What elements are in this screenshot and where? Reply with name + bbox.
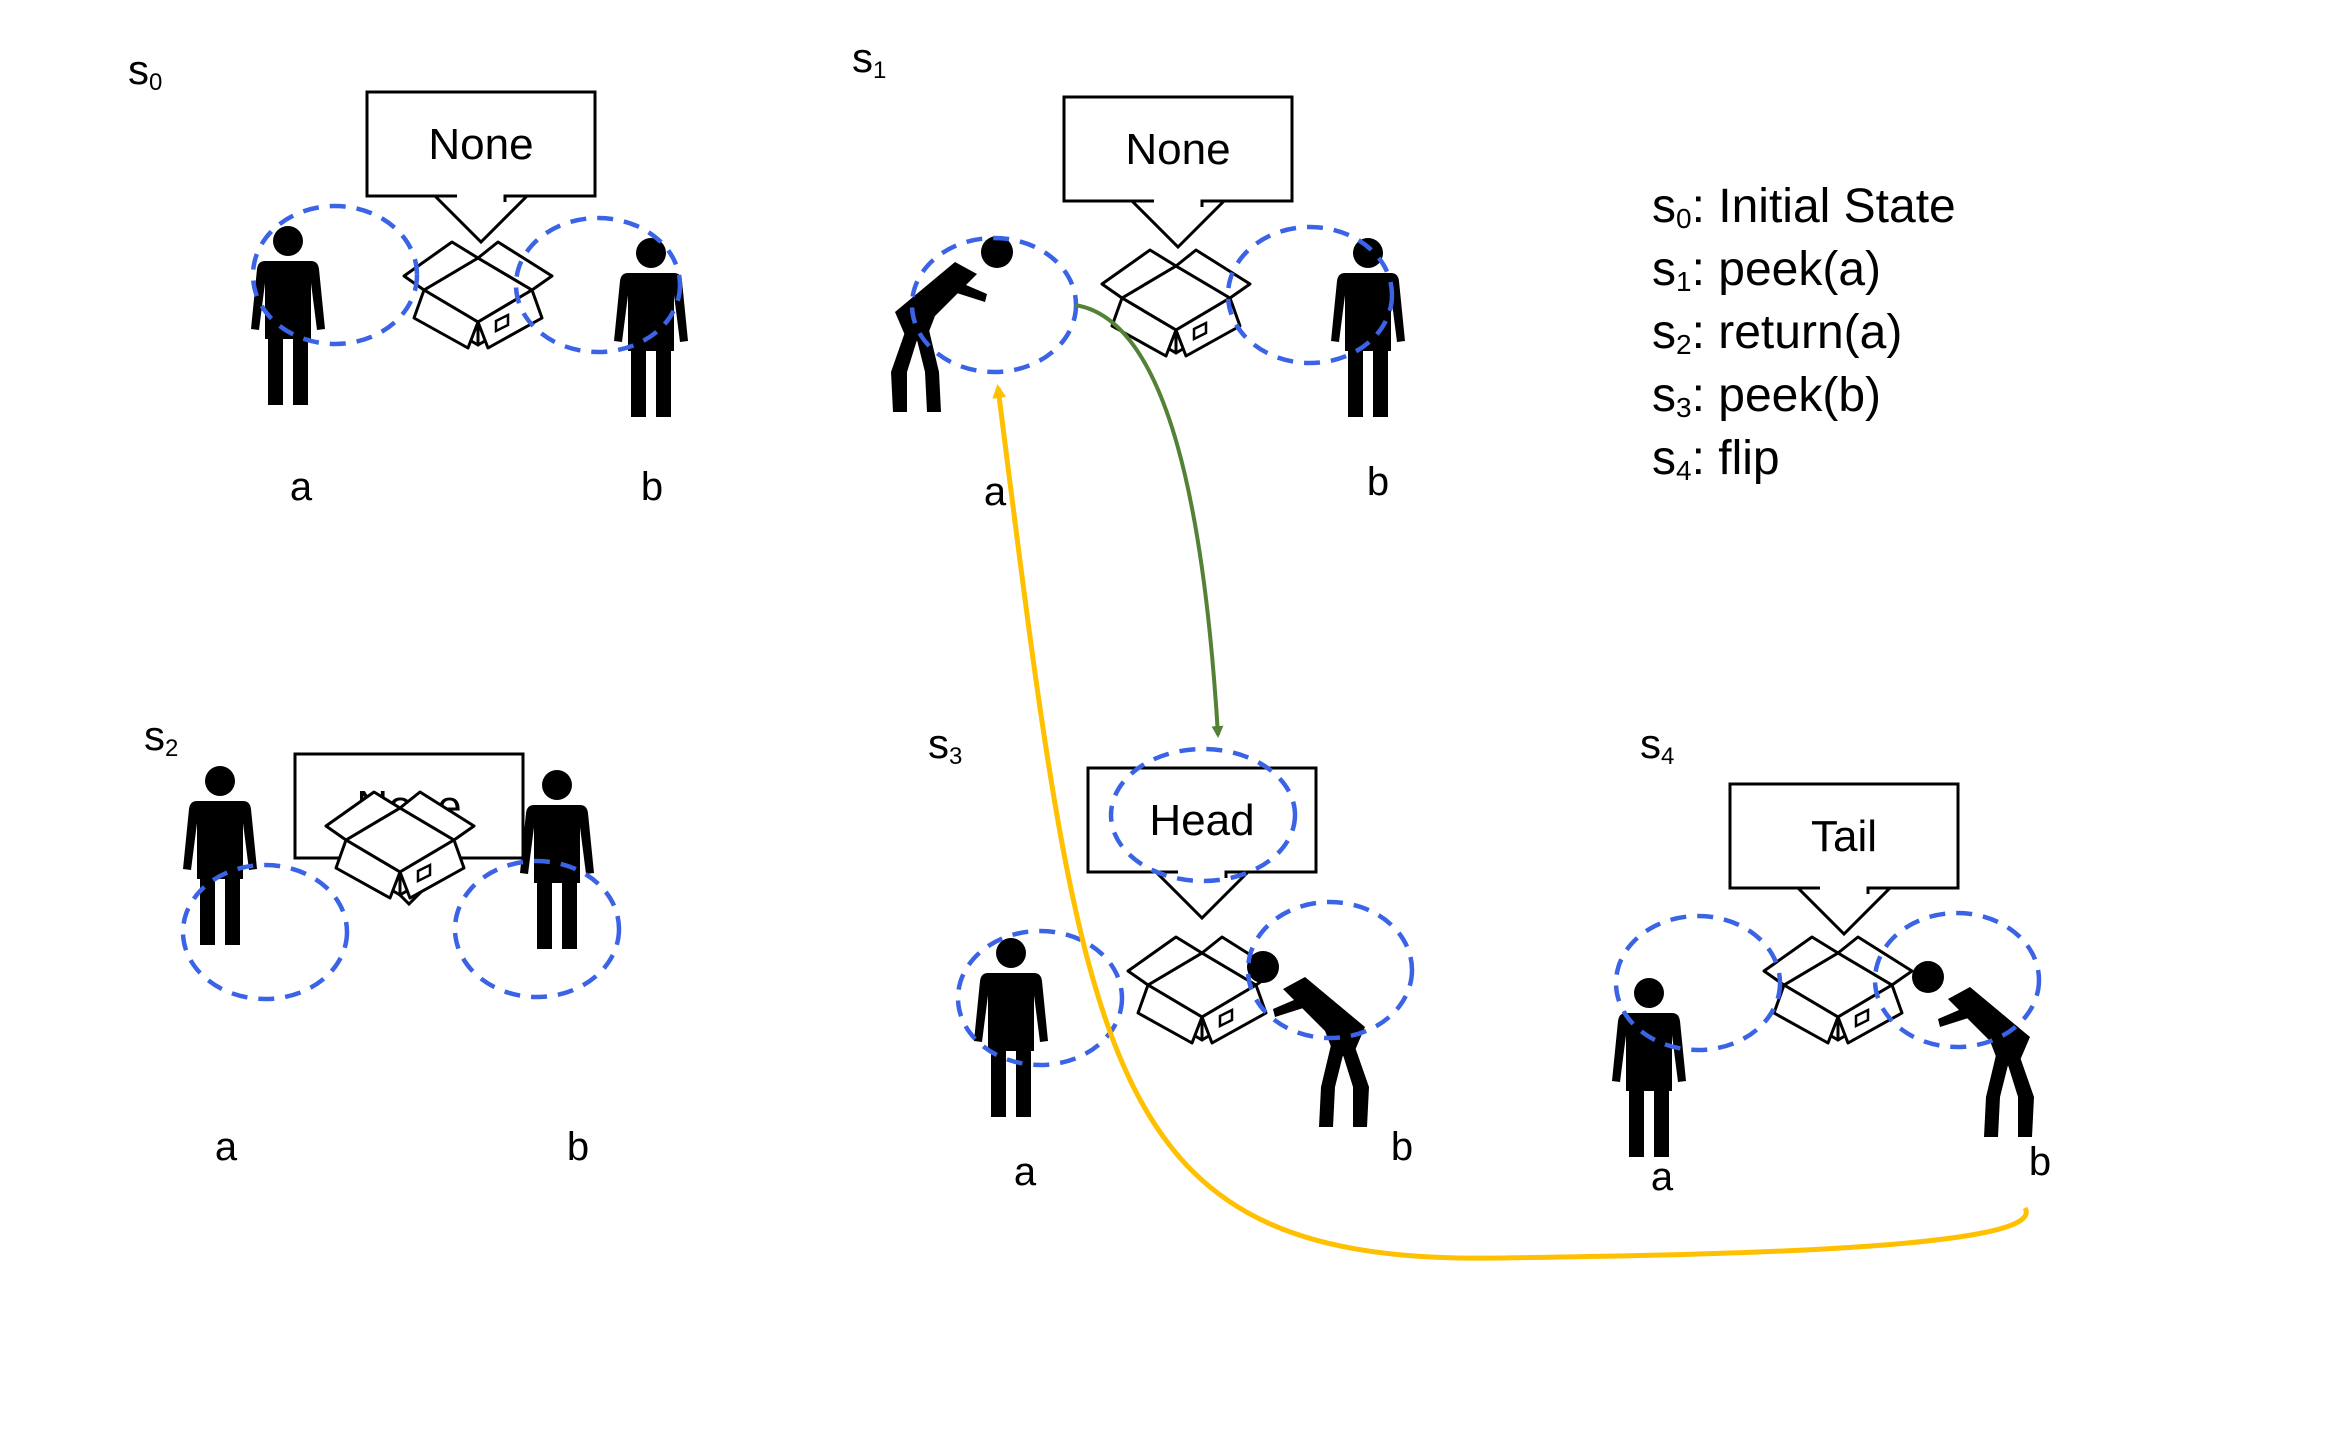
peek-arrow-s1-to-s3 (1074, 303, 1224, 738)
person-a-figure (1612, 978, 1686, 1157)
legend-item: s1: peek(a) (1652, 243, 1881, 297)
person-label-b: b (1391, 1125, 1413, 1169)
flip-arrow-s4-to-s1 (992, 384, 2029, 1261)
speech-callout (1062, 95, 1294, 250)
person-label-a: a (290, 465, 313, 509)
knowledge-ring-coin (1108, 746, 1298, 884)
state-panel-s2: s2Noneab (144, 712, 622, 1169)
knowledge-ring-b (1245, 899, 1415, 1041)
legend: s0: Initial State s1: peek(a) s2: return(a… (1652, 180, 1956, 486)
speech-callout (1086, 766, 1318, 921)
knowledge-ring-b (513, 215, 683, 355)
person-a-figure (251, 226, 325, 405)
speech-callout (365, 90, 597, 245)
legend-item: s2: return(a) (1652, 306, 1902, 360)
knowledge-ring-a (180, 862, 350, 1002)
person-b-figure (1912, 961, 2034, 1137)
person-b-figure (520, 770, 594, 949)
speech-callout (1728, 782, 1960, 937)
person-label-b: b (567, 1125, 589, 1169)
person-label-b: b (2029, 1140, 2051, 1184)
callout-text: None (428, 120, 533, 169)
knowledge-ring-b (452, 858, 622, 1000)
callout-text: Head (1149, 796, 1254, 845)
person-label-a: a (1014, 1150, 1037, 1194)
person-label-a: a (1651, 1155, 1674, 1199)
person-label-b: b (1367, 460, 1389, 504)
state-label: s2 (144, 712, 178, 762)
knowledge-ring-b (1872, 910, 2042, 1050)
state-label: s1 (852, 34, 886, 84)
person-b-figure (1247, 951, 1369, 1127)
knowledge-ring-a (1613, 913, 1783, 1053)
state-label: s0 (128, 46, 162, 96)
person-a-figure (974, 938, 1048, 1117)
person-b-figure (614, 238, 688, 417)
knowledge-ring-a (955, 928, 1125, 1068)
legend-item: s4: flip (1652, 432, 1780, 486)
person-label-b: b (641, 465, 663, 509)
state-label: s3 (928, 720, 962, 770)
person-a-figure (891, 236, 1013, 412)
person-label-a: a (984, 470, 1007, 514)
transition-arrows (992, 303, 2029, 1261)
person-b-figure (1331, 238, 1405, 417)
knowledge-ring-b (1225, 224, 1395, 366)
knowledge-ring-a (250, 203, 420, 347)
callout-text: Tail (1811, 812, 1877, 861)
person-a-figure (183, 766, 257, 945)
legend-item: s0: Initial State (1652, 180, 1956, 234)
callout-text: None (1125, 125, 1230, 174)
state-label: s4 (1640, 720, 1674, 770)
legend-item: s3: peek(b) (1652, 369, 1881, 423)
person-label-a: a (215, 1125, 238, 1169)
